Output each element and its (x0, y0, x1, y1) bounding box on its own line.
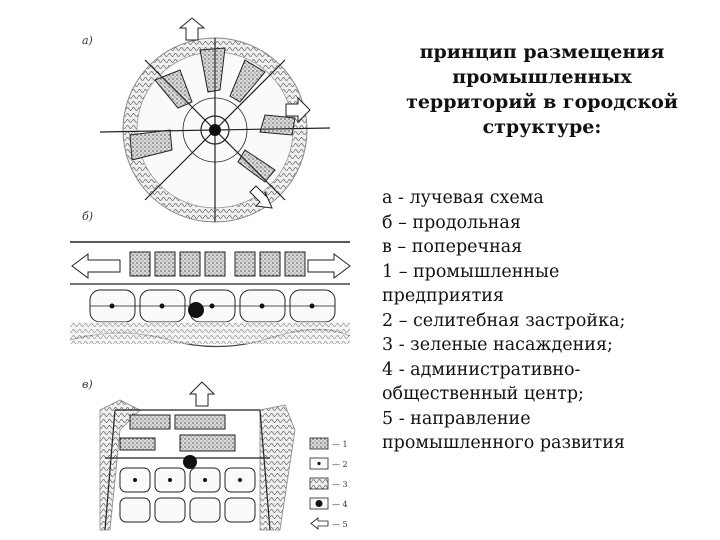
title-line: территорий в городской (406, 91, 678, 113)
legend-line: предприятия (382, 286, 504, 306)
city-structure-diagrams: а) (69, 17, 351, 531)
transverse-scheme-panel: в) (82, 378, 296, 531)
panel-label-c: в) (82, 378, 93, 391)
longitudinal-scheme-panel: б) (69, 210, 351, 348)
key-label-4: — 4 (332, 500, 348, 509)
legend-line: 3 - зеленые насаждения; (382, 335, 613, 355)
legend-line: 5 - направление (382, 408, 531, 429)
legend-text: а - лучевая схема б – продольная в – поп… (382, 186, 712, 456)
legend-line: общественный центр; (382, 384, 584, 404)
legend-line: промышленного развития (382, 433, 625, 453)
legend-line: 1 – промышленные (382, 261, 560, 282)
legend-line: 2 – селитебная застройка; (382, 310, 626, 331)
radial-scheme-panel: а) (82, 17, 331, 223)
legend-line: б – продольная (382, 212, 521, 233)
legend-line: в – поперечная (382, 237, 523, 257)
key-label-1: — 1 (332, 440, 348, 449)
title-line: принцип размещения (419, 41, 665, 63)
key-label-2: — 2 (332, 460, 348, 469)
key-label-5: — 5 (332, 520, 348, 529)
legend-line: а - лучевая схема (382, 188, 544, 208)
slide-title: принцип размещения промышленных территор… (382, 40, 702, 140)
legend-line: 4 - административно- (382, 359, 581, 380)
panel-label-a: а) (82, 34, 93, 47)
title-line: промышленных (452, 66, 632, 88)
panel-label-b: б) (82, 210, 93, 223)
title-line: структуре: (482, 116, 602, 138)
diagram-key: — 1 — 2 — 3 — 4 — 5 (309, 437, 348, 530)
key-label-3: — 3 (332, 480, 348, 489)
